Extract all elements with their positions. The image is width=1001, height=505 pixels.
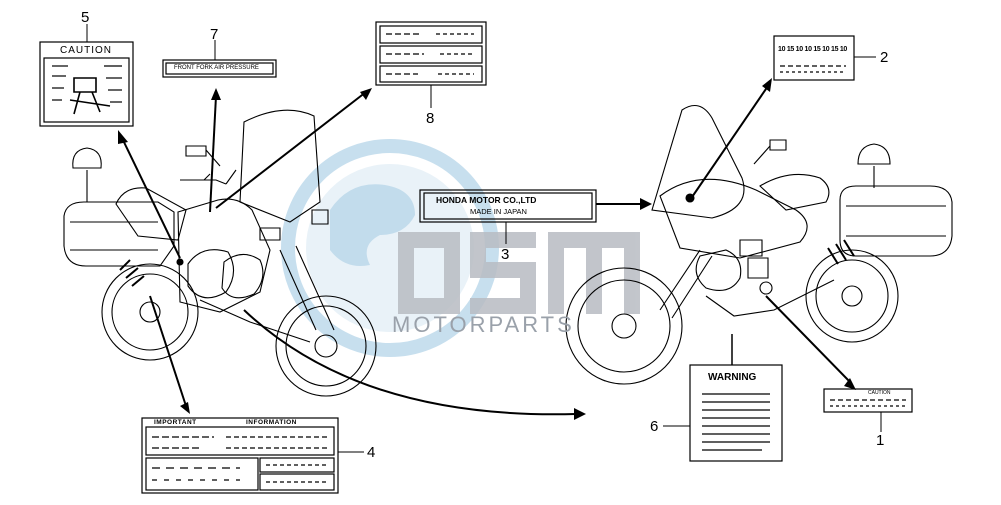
pointer-2 xyxy=(689,85,769,201)
fork-pressure-7-text: FRONT FORK AIR PRESSURE xyxy=(174,65,259,71)
label-8-sticker xyxy=(375,21,487,86)
honda-3-line1: HONDA MOTOR CO.,LTD xyxy=(436,195,537,205)
pointer-1 xyxy=(765,295,851,383)
label-1-caution-sticker xyxy=(823,388,913,413)
callout-6: 6 xyxy=(650,418,659,435)
arrow-heads xyxy=(118,78,856,420)
watermark-tagline: MOTORPARTS xyxy=(392,312,575,337)
callout-5: 5 xyxy=(81,9,90,26)
pointer-4 xyxy=(149,295,187,407)
pointer-8 xyxy=(215,91,367,209)
pointer-6-curve xyxy=(243,309,577,416)
caution-5-text: CAUTION xyxy=(60,45,112,56)
label-6-warning-sticker xyxy=(689,364,783,462)
label-3-honda-plate xyxy=(419,189,597,223)
motorcycle-right xyxy=(565,104,953,385)
pointer-7 xyxy=(209,95,217,213)
callout-4: 4 xyxy=(367,444,376,461)
warning-6-text: WARNING xyxy=(708,372,757,383)
callout-7: 7 xyxy=(210,26,219,43)
tire-2-code: 10 15 10 10 15 10 15 10 xyxy=(778,46,848,53)
label-5-caution-sticker xyxy=(39,41,134,127)
important-4-left: IMPORTANT xyxy=(154,419,197,426)
watermark-letters xyxy=(398,232,640,314)
watermark-globe-land xyxy=(330,184,415,266)
callout-3: 3 xyxy=(501,246,510,263)
label-7-fork-sticker xyxy=(162,59,277,78)
pointer-arrows xyxy=(121,85,851,416)
callout-1: 1 xyxy=(876,432,885,449)
honda-3-line2: MADE IN JAPAN xyxy=(470,207,527,216)
callout-2: 2 xyxy=(880,49,889,66)
motorcycle-left xyxy=(63,109,377,397)
watermark xyxy=(281,139,640,357)
callout-8: 8 xyxy=(426,110,435,127)
label-4-info-sticker xyxy=(141,417,339,494)
pointer-5 xyxy=(121,137,181,259)
important-4-right: INFORMATION xyxy=(246,419,297,426)
label-2-tire-sticker xyxy=(773,35,855,81)
caution-1-text: CAUTION xyxy=(868,390,891,396)
